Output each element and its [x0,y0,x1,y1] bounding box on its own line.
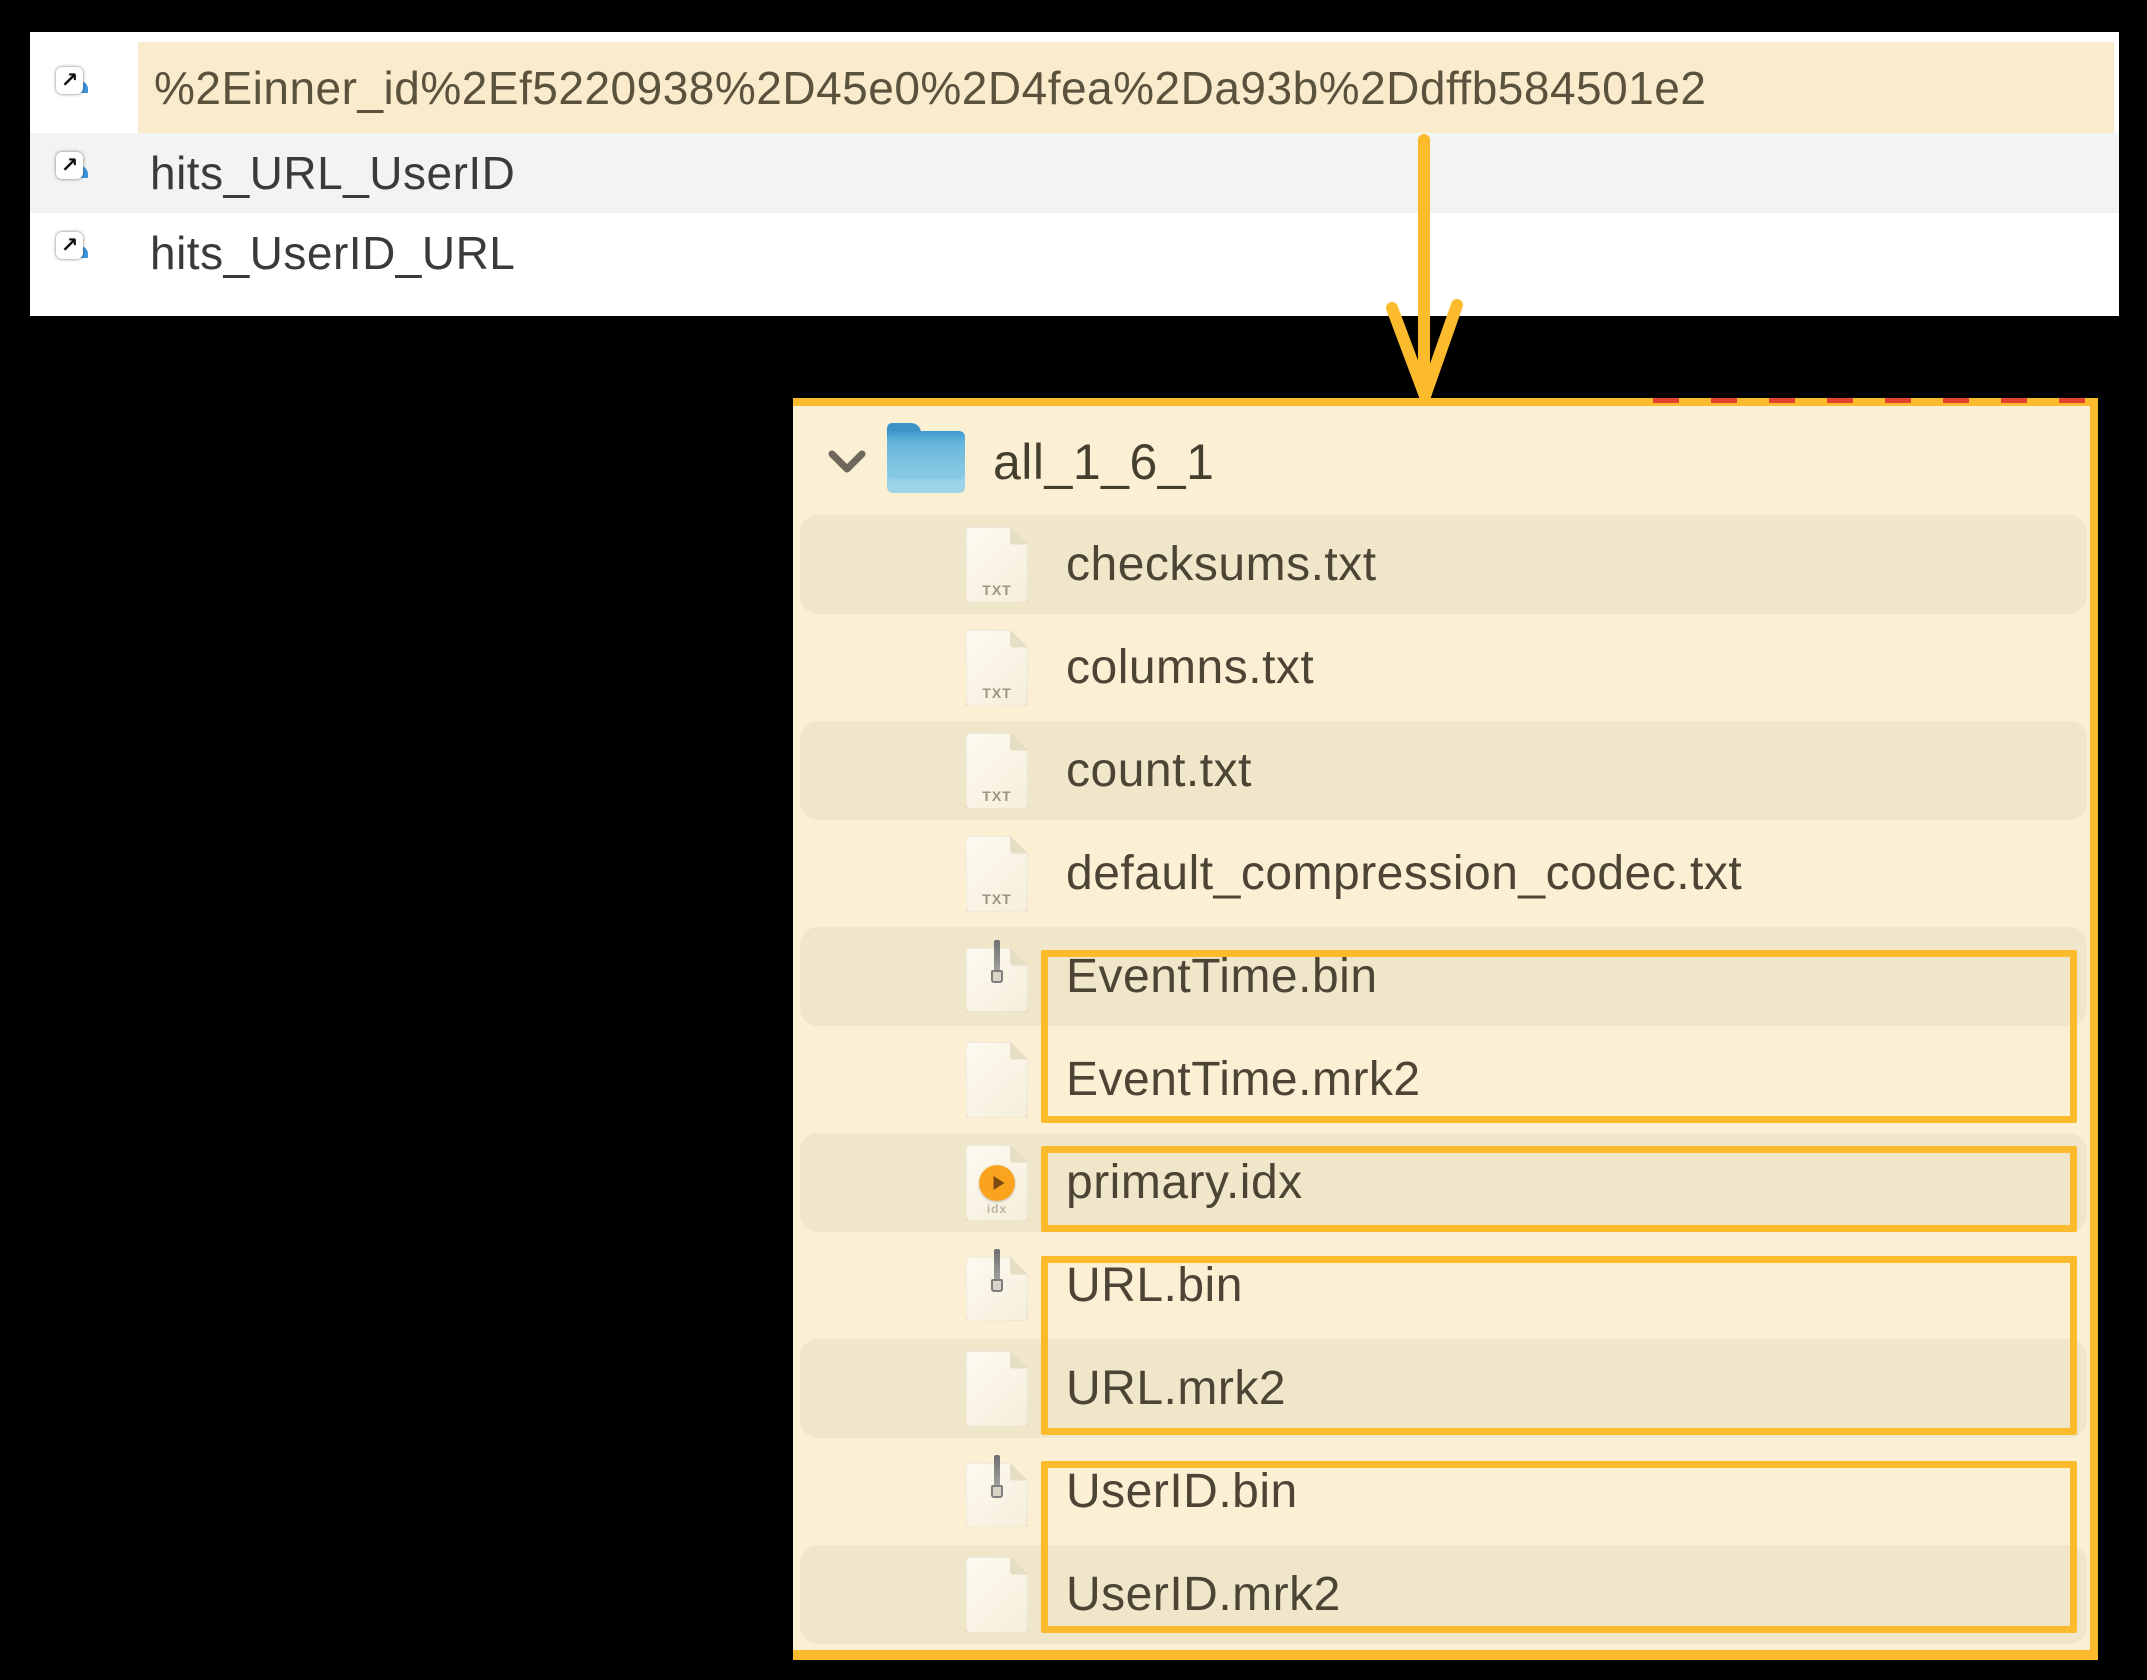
txt-file-icon: TXT [966,835,1028,912]
table-row[interactable]: ↗ hits_URL_UserID [30,133,2119,213]
zipper-icon [991,939,1003,983]
annotation-box-userid [1041,1461,2077,1633]
idx-file-icon: idx [966,1144,1028,1221]
file-name: default_compression_codec.txt [1066,847,1743,900]
chevron-down-icon[interactable] [827,449,867,475]
file-name: columns.txt [1066,641,1315,694]
alias-arrow-icon: ↗ [56,152,83,179]
bin-file-icon [966,1248,1028,1321]
annotation-box-url [1041,1256,2077,1435]
tree-row[interactable]: EventTime.mrk2 [793,1028,2090,1131]
folder-name: hits_URL_UserID [150,147,516,199]
mrk-file-icon [966,1350,1028,1427]
zipper-icon [991,1454,1003,1498]
annotation-highlight: %2Einner_id%2Ef5220938%2D45e0%2D4fea%2Da… [138,42,2114,133]
finder-table-list-panel: ↗ %2Einner_id%2Ef5220938%2D45e0%2D4fea%2… [30,32,2119,316]
table-row[interactable]: ↗ hits_UserID_URL [30,213,2119,293]
file-name: URL.bin [1066,1259,1243,1312]
tree-row[interactable]: TXT count.txt [793,719,2090,822]
tree-row[interactable]: TXT checksums.txt [793,513,2090,616]
mrk-file-icon [966,1041,1028,1118]
folder-name: hits_UserID_URL [150,227,516,279]
tree-row[interactable]: TXT columns.txt [793,616,2090,719]
tree-row[interactable]: UserID.bin [793,1440,2090,1543]
annotation-box-primary-idx [1041,1146,2077,1232]
index-disc-icon [979,1164,1015,1201]
folder-icon [887,422,965,493]
file-name: EventTime.mrk2 [1066,1053,1421,1106]
alias-arrow-icon: ↗ [56,232,83,259]
txt-file-icon: TXT [966,526,1028,603]
mrk-file-icon [966,1556,1028,1633]
red-dashed-line [1653,398,2090,403]
file-name: count.txt [1066,744,1252,797]
folder-name: %2Einner_id%2Ef5220938%2D45e0%2D4fea%2Da… [154,61,1707,114]
tree-row[interactable]: URL.bin [793,1234,2090,1337]
tree-row[interactable]: TXT default_compression_codec.txt [793,822,2090,925]
file-name: UserID.mrk2 [1066,1568,1341,1621]
tree-row-root[interactable]: all_1_6_1 [793,410,2090,513]
txt-file-icon: TXT [966,732,1028,809]
annotation-box-eventtime [1041,950,2077,1123]
file-name: EventTime.bin [1066,950,1378,1003]
file-name: UserID.bin [1066,1465,1298,1518]
file-name: primary.idx [1066,1156,1303,1209]
txt-file-icon: TXT [966,629,1028,706]
tree-row[interactable]: EventTime.bin [793,925,2090,1028]
file-name: checksums.txt [1066,538,1377,591]
alias-arrow-icon: ↗ [56,66,83,94]
zipper-icon [991,1248,1003,1292]
tree-row[interactable]: URL.mrk2 [793,1337,2090,1440]
file-name: URL.mrk2 [1066,1362,1287,1415]
bin-file-icon [966,939,1028,1012]
bin-file-icon [966,1454,1028,1527]
table-row[interactable]: ↗ %2Einner_id%2Ef5220938%2D45e0%2D4fea%2… [30,42,2119,133]
part-folder-name: all_1_6_1 [993,433,1215,490]
